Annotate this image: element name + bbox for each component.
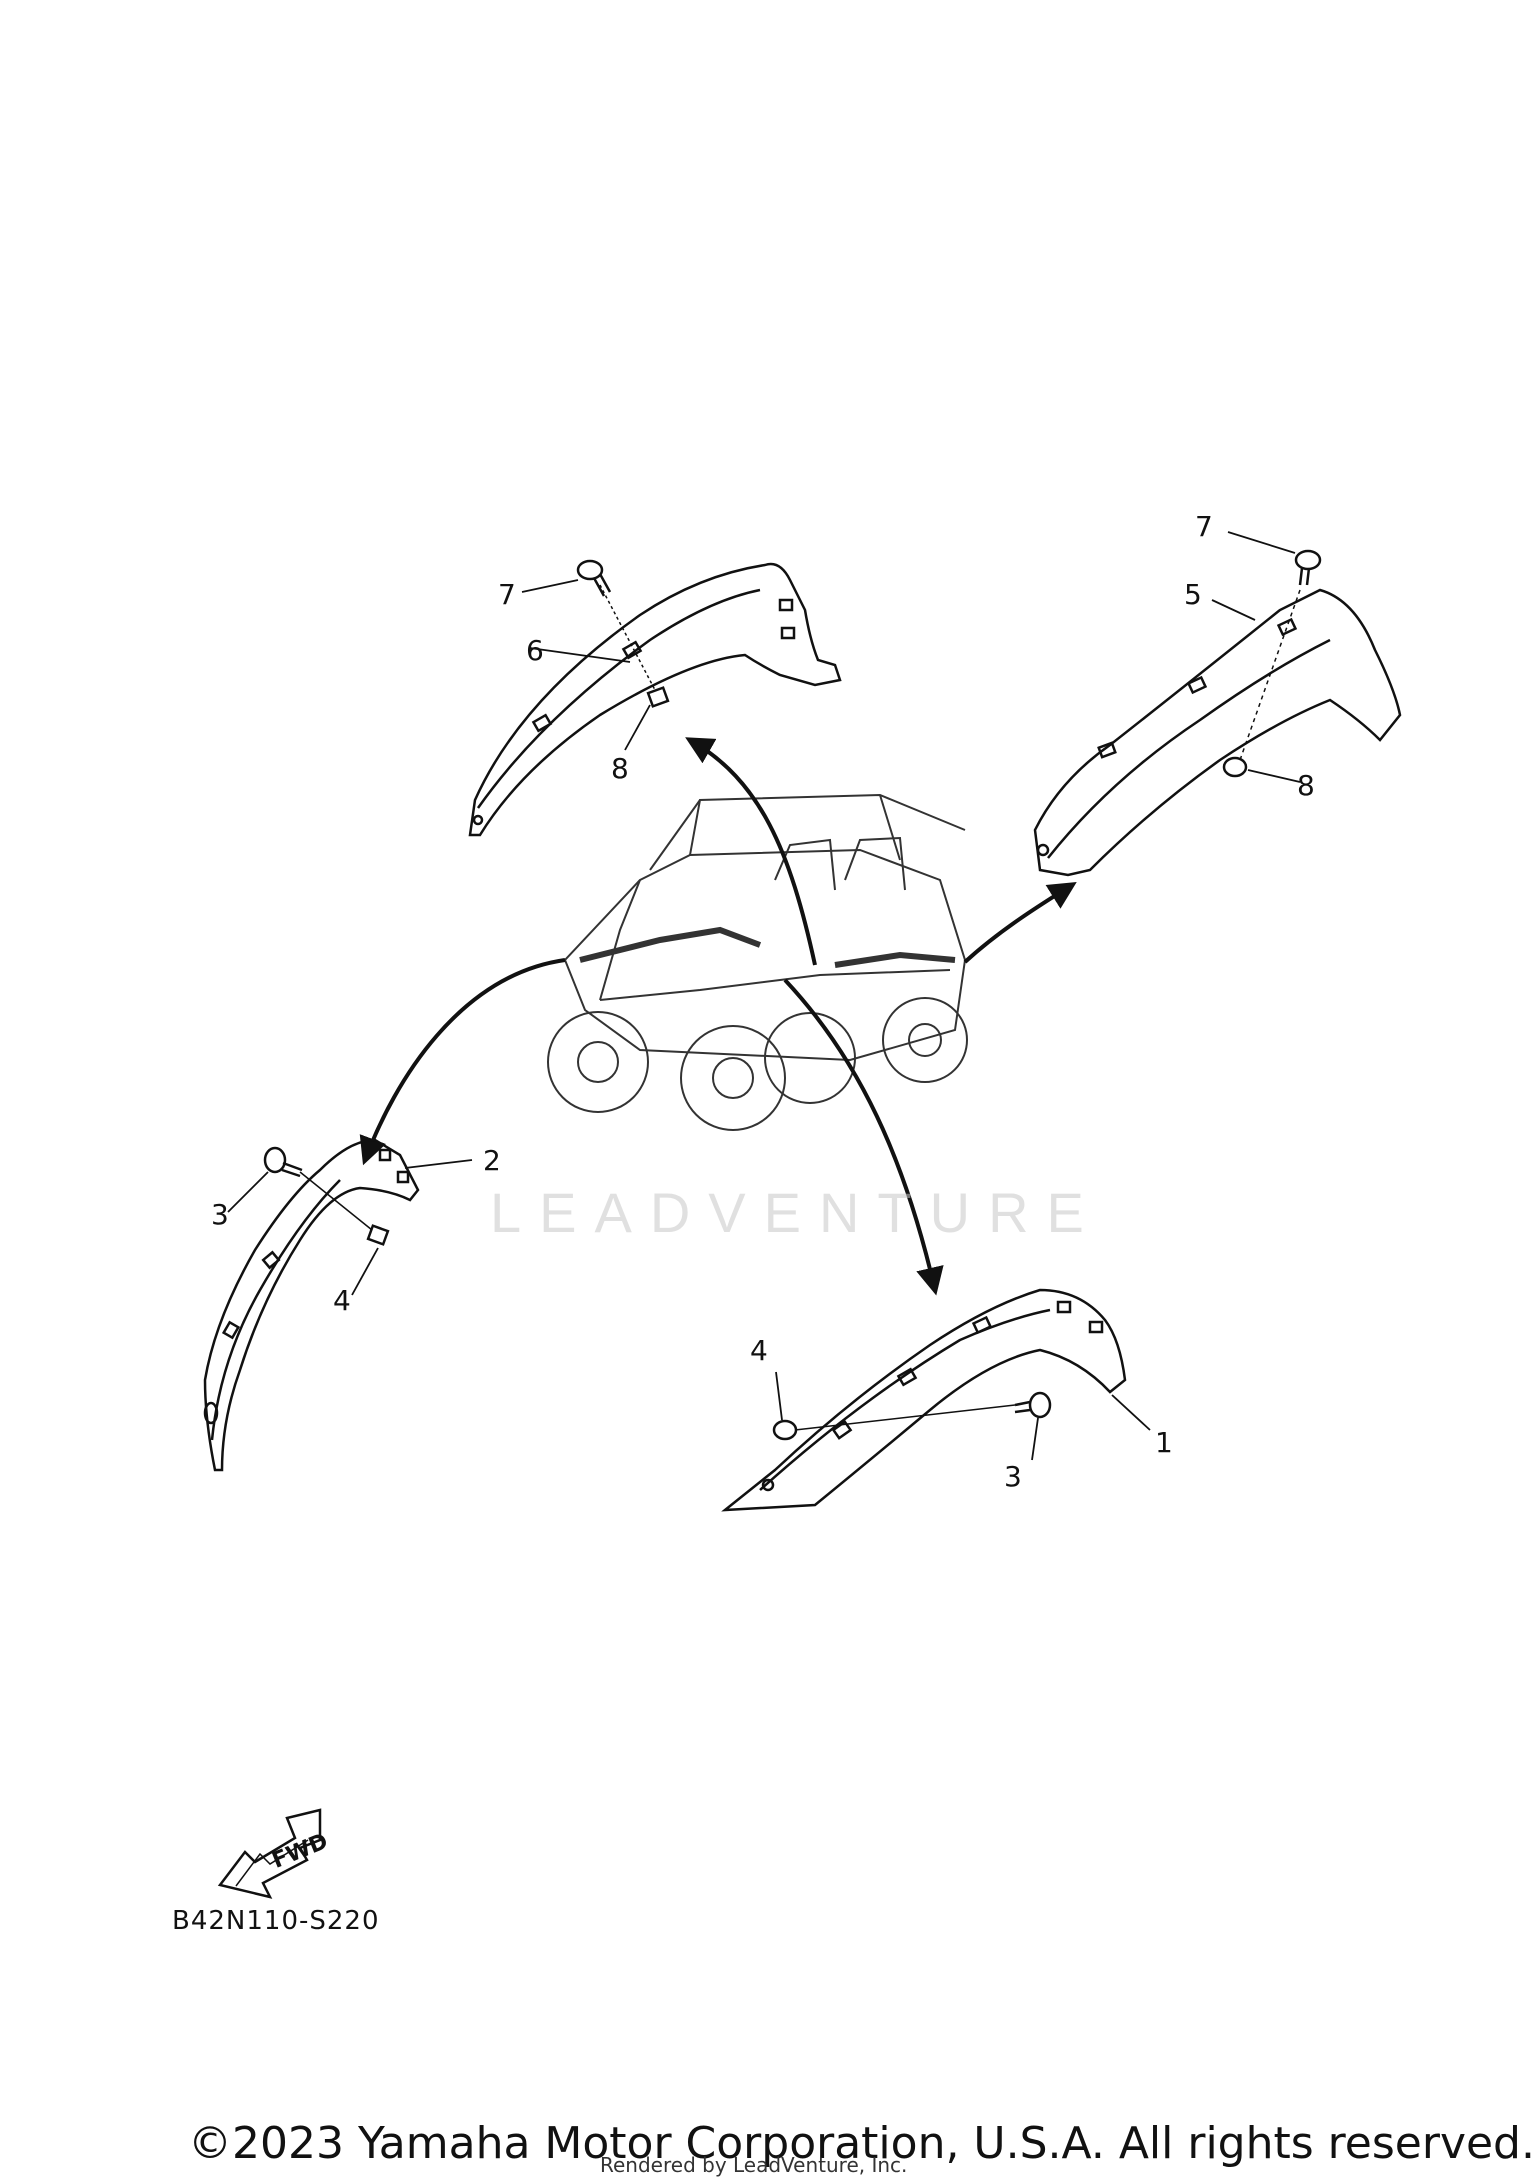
copyright-notice: ©2023 Yamaha Motor Corporation, U.S.A. A… bbox=[188, 2118, 1535, 2169]
watermark: LEADVENTURE bbox=[490, 1181, 1102, 1244]
callout-labels: 7 6 8 7 5 8 2 3 4 4 3 1 bbox=[211, 510, 1315, 1493]
fender-part-2 bbox=[203, 1138, 420, 1472]
fasteners bbox=[263, 549, 1322, 1441]
callout-right-4: 4 bbox=[750, 1334, 768, 1367]
callout-top-left-7: 7 bbox=[498, 578, 516, 611]
callout-left-2: 2 bbox=[483, 1144, 501, 1177]
callout-left-4: 4 bbox=[333, 1284, 351, 1317]
parts-diagram: 7 6 8 7 5 8 2 3 4 4 3 1 FWD bbox=[203, 510, 1402, 1899]
nut-icon bbox=[1222, 756, 1248, 778]
screw-icon bbox=[1294, 549, 1322, 571]
screw-icon bbox=[263, 1146, 287, 1174]
nut-icon bbox=[772, 1419, 798, 1441]
callout-right-3: 3 bbox=[1004, 1460, 1022, 1493]
screw-icon bbox=[576, 559, 604, 581]
callout-right-1: 1 bbox=[1155, 1426, 1173, 1459]
callout-top-left-8: 8 bbox=[611, 752, 629, 785]
nut-icon bbox=[646, 686, 670, 708]
callout-top-left-6: 6 bbox=[526, 634, 544, 667]
diagram-code: B42N110-S220 bbox=[172, 1906, 380, 1936]
leader-lines bbox=[227, 531, 1301, 1461]
fender-part-5 bbox=[1033, 588, 1402, 877]
pointer-arrows bbox=[359, 737, 1077, 1296]
fwd-label: FWD bbox=[269, 1829, 332, 1874]
callout-top-right-7: 7 bbox=[1195, 510, 1213, 543]
fwd-arrow-icon: FWD bbox=[217, 1808, 332, 1899]
nut-icon bbox=[366, 1224, 390, 1246]
screw-icon bbox=[1028, 1391, 1052, 1419]
rendered-by-notice: Rendered by LeadVenture, Inc. bbox=[600, 2153, 908, 2177]
fender-part-6 bbox=[468, 562, 842, 837]
vehicle-illustration bbox=[547, 793, 968, 1131]
fender-part-1 bbox=[721, 1288, 1127, 1512]
callout-top-right-5: 5 bbox=[1184, 578, 1202, 611]
callout-top-right-8: 8 bbox=[1297, 769, 1315, 802]
callout-left-3: 3 bbox=[211, 1198, 229, 1231]
